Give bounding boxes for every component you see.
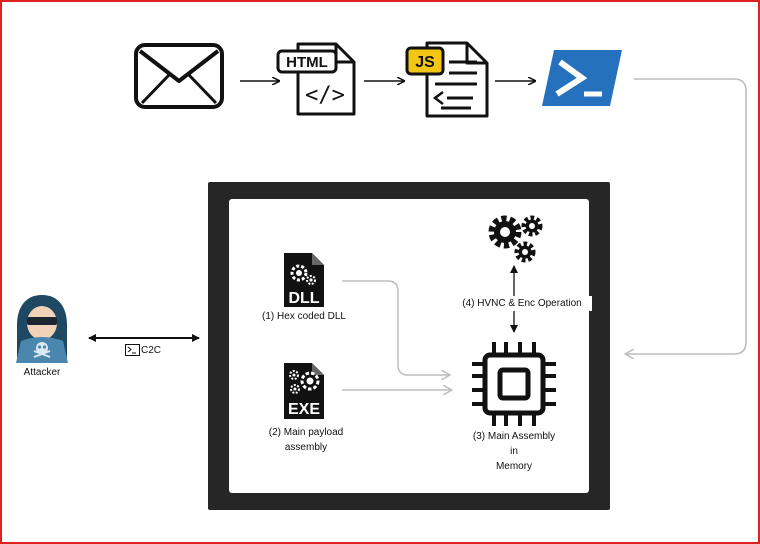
cpu-label-line2: in [510,446,518,457]
cpu-label-line1: (3) Main Assembly [472,431,556,442]
html-badge-text: HTML [286,54,328,71]
dll-file-icon: DLL [284,253,324,307]
c2c-label: C2C [141,345,162,356]
exe-file-icon: EXE [284,363,324,419]
dll-label: (1) Hex coded DLL [262,311,346,322]
html-code-text: </> [305,83,345,108]
exe-label-line2: assembly [284,442,328,453]
js-file-icon: JS [405,41,489,118]
cpu-label-line3: Memory [495,461,533,472]
exe-badge-text: EXE [288,401,320,418]
hacker-icon [16,295,68,363]
arrow-dll-to-cpu [342,280,450,375]
js-badge-text: JS [415,54,435,71]
gears-icon [488,215,543,263]
html-file-icon: HTML </> [276,42,356,116]
envelope-icon [134,43,224,109]
attacker-label: Attacker [23,367,61,378]
gears-label: (4) HVNC & Enc Operation [452,296,592,311]
arrow-powershell-to-memory [625,78,747,354]
cpu-icon [472,342,556,426]
powershell-icon [542,50,622,106]
terminal-icon [125,344,140,356]
exe-label-line1: (2) Main payload [268,427,344,438]
dll-badge-text: DLL [288,290,319,307]
